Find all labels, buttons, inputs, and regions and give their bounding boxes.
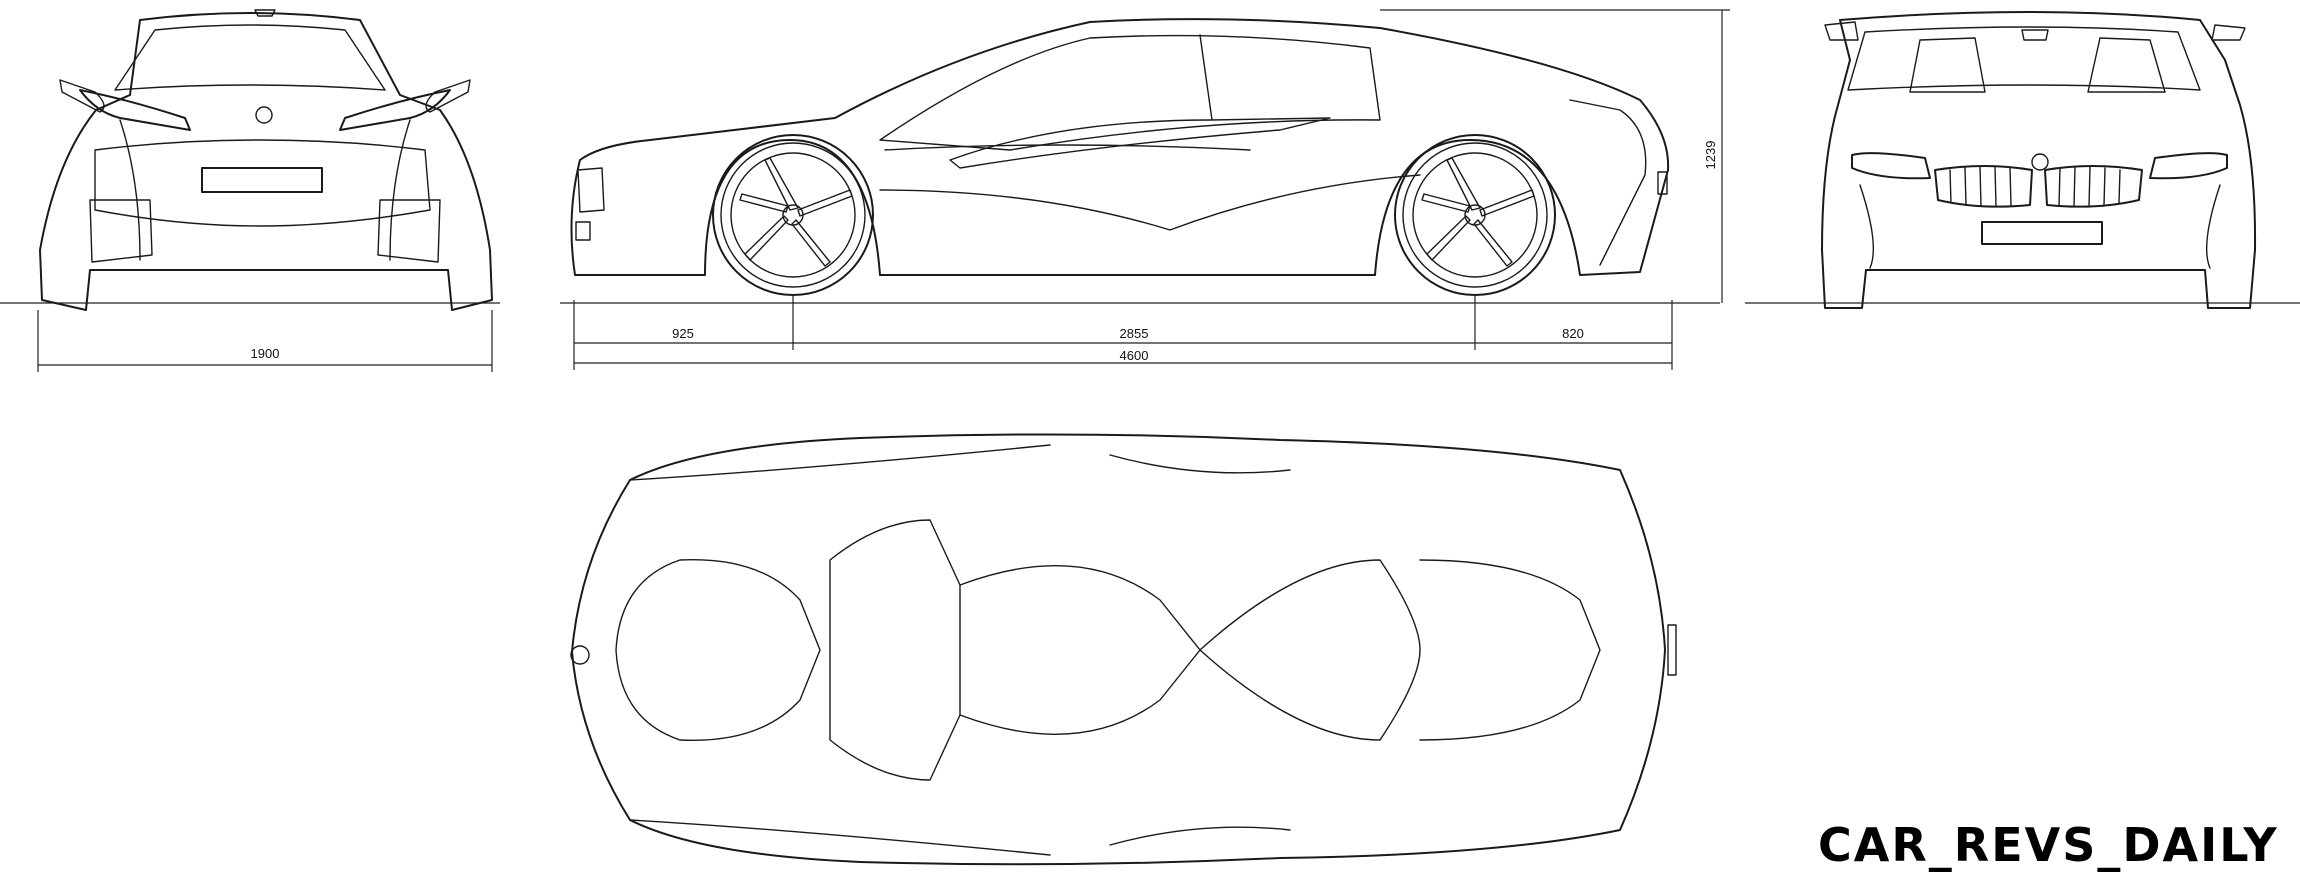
front-view <box>1821 11 2257 309</box>
rear-badge <box>255 106 273 124</box>
watermark-text: CAR_REVS_DAILY <box>1818 818 2279 872</box>
front-badge <box>2031 153 2049 171</box>
length-label: 4600 <box>1120 348 1149 363</box>
top-view <box>570 433 1677 866</box>
kidney-grille-right <box>2044 165 2143 208</box>
front-wheel <box>712 134 874 296</box>
rear-overhang-label: 820 <box>1562 326 1584 341</box>
kidney-grille-left <box>1934 165 2033 208</box>
width-label: 1900 <box>251 346 280 361</box>
wheelbase-label: 2855 <box>1120 326 1149 341</box>
front-overhang-label: 925 <box>672 326 694 341</box>
rear-view <box>39 9 493 311</box>
height-label: 1239 <box>1703 141 1718 170</box>
front-plate <box>1981 221 2103 245</box>
rear-wheel <box>1394 134 1556 296</box>
rear-plate <box>201 167 323 193</box>
side-view <box>570 18 1670 296</box>
top-badge <box>570 645 590 665</box>
